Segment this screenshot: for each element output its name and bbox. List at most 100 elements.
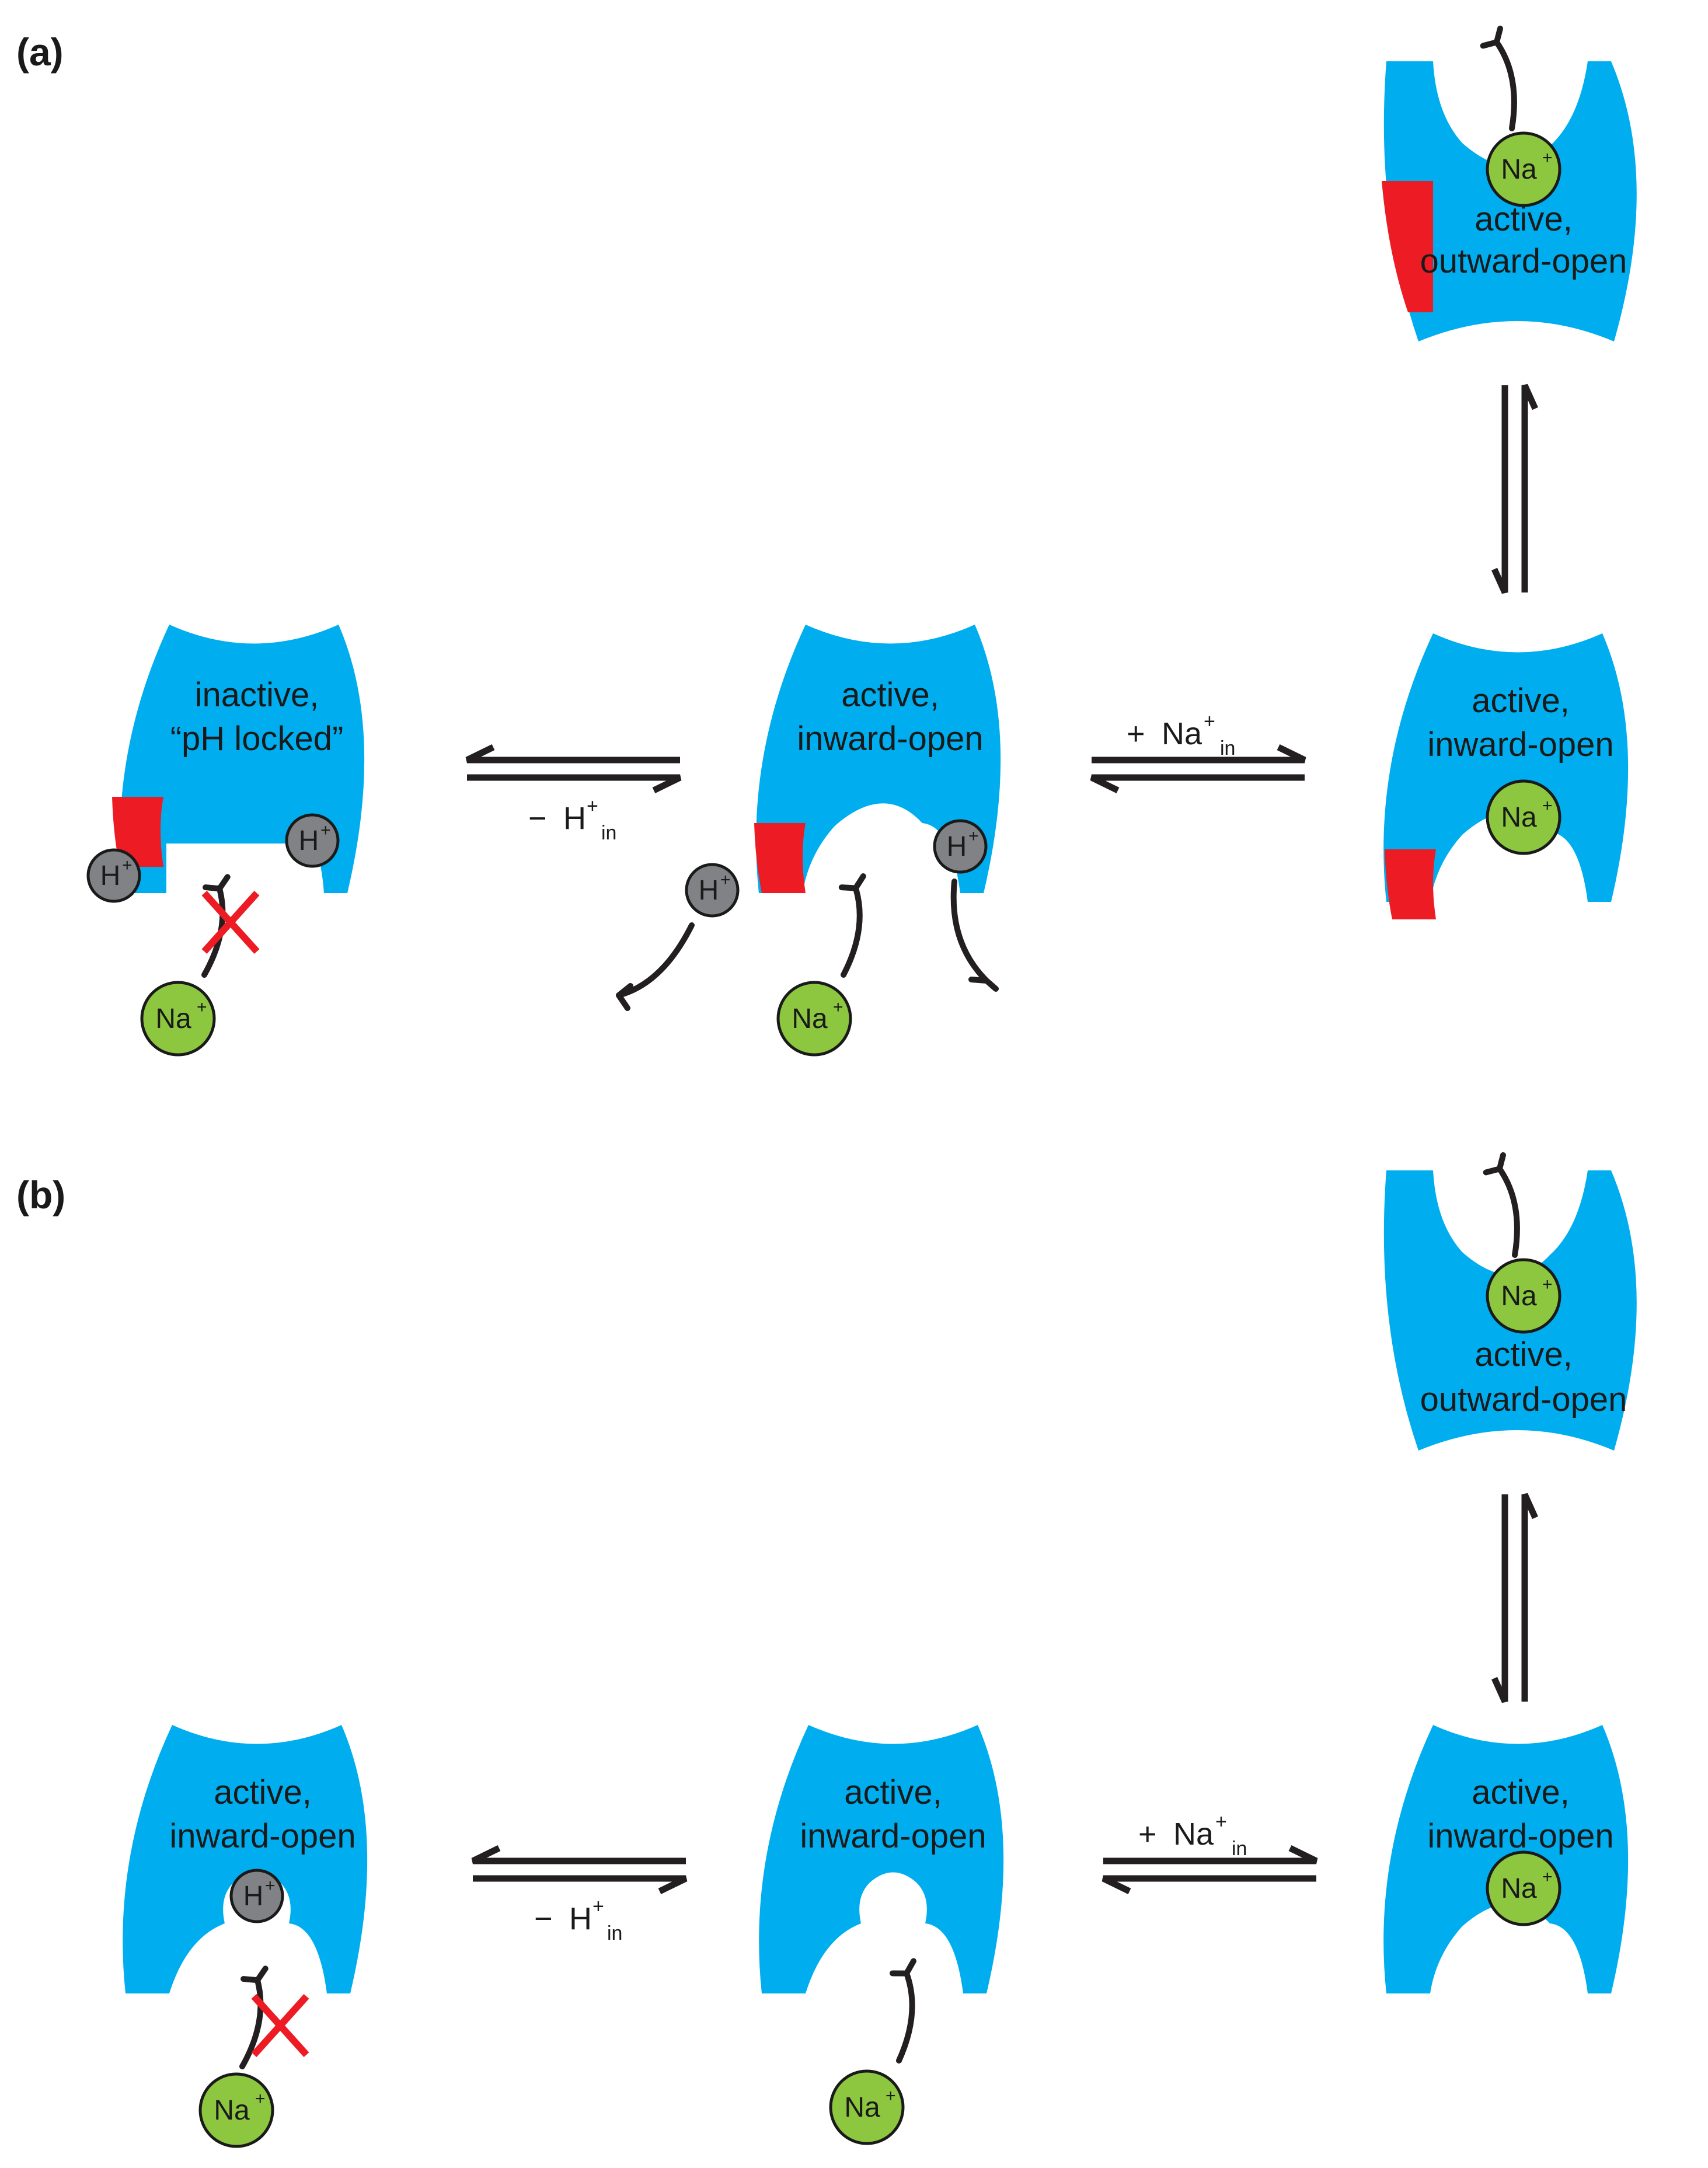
state-label-line1: active, xyxy=(214,1773,312,1811)
svg-text:+: + xyxy=(1542,1867,1553,1887)
svg-text:in: in xyxy=(1220,737,1235,759)
svg-text:H: H xyxy=(569,1901,592,1936)
sodium-entry-arrow xyxy=(228,1965,268,2068)
svg-text:in: in xyxy=(607,1922,622,1944)
svg-text:+: + xyxy=(1138,1817,1157,1852)
svg-text:+: + xyxy=(265,1876,276,1895)
proton-release-arrow xyxy=(616,922,695,1011)
sodium-ion: Na + xyxy=(1486,1258,1561,1334)
state-label-line2: inward-open xyxy=(1427,726,1613,764)
sodium-ion: Na + xyxy=(829,2069,905,2145)
state-label-line1: active, xyxy=(1475,200,1573,238)
svg-text:Na: Na xyxy=(1501,154,1537,185)
svg-text:Na: Na xyxy=(214,2095,250,2126)
svg-text:+: + xyxy=(720,870,731,890)
svg-text:+: + xyxy=(1542,1275,1553,1294)
svg-text:+: + xyxy=(255,2089,266,2108)
state-label-line1: active, xyxy=(844,1773,942,1811)
svg-text:H: H xyxy=(100,860,121,891)
sodium-ion: Na + xyxy=(140,981,216,1057)
svg-text:−: − xyxy=(534,1901,553,1936)
panel-b-label: (b) xyxy=(16,1173,65,1217)
svg-text:Na: Na xyxy=(792,1003,828,1034)
blocked-mark xyxy=(204,893,257,951)
transporter-body xyxy=(759,1725,1004,1993)
svg-text:+: + xyxy=(592,1895,604,1918)
ph-lock-region xyxy=(1385,849,1436,919)
svg-text:H: H xyxy=(947,831,967,862)
panel-a-sodium-equilibrium-arrow: + Na + in xyxy=(1090,710,1306,793)
proton-release-arrow xyxy=(950,879,999,992)
state-label-line2: inward-open xyxy=(800,1817,986,1855)
proton-ion: H + xyxy=(86,848,141,903)
sodium-entry-arrow xyxy=(885,1960,916,2062)
panel-b-sodium-equilibrium-arrow: + Na + in xyxy=(1102,1811,1318,1894)
svg-text:+: + xyxy=(1542,148,1553,168)
panel-a-label: (a) xyxy=(16,30,64,74)
svg-text:Na: Na xyxy=(1501,802,1537,833)
svg-text:Na: Na xyxy=(1501,1873,1537,1904)
panel-a-inactive-state: inactive, “pH locked” H + H + Na + xyxy=(86,625,365,1057)
sodium-release-arrow xyxy=(1480,28,1520,131)
svg-text:+: + xyxy=(1204,710,1215,733)
svg-text:Na: Na xyxy=(1162,716,1202,751)
panel-a-right-inward-open-state: active, inward-open Na + xyxy=(1383,633,1629,919)
svg-text:Na: Na xyxy=(1173,1817,1214,1852)
svg-text:+: + xyxy=(320,821,331,840)
panel-a-outward-open-state: Na + active, outward-open xyxy=(1382,28,1637,341)
state-label-line1: active, xyxy=(1472,1773,1570,1811)
sodium-entry-arrow xyxy=(829,873,866,976)
panel-b-left-inward-open-state: active, inward-open H + Na + xyxy=(123,1725,368,2148)
svg-text:+: + xyxy=(587,795,598,817)
panel-b-vertical-equilibrium-arrow xyxy=(1491,1493,1539,1703)
svg-text:+: + xyxy=(968,827,979,846)
svg-text:+: + xyxy=(1215,1811,1227,1833)
state-label-line2: outward-open xyxy=(1420,1381,1627,1418)
svg-text:+: + xyxy=(197,998,207,1017)
state-label-line1: inactive, xyxy=(195,676,319,714)
svg-text:+: + xyxy=(833,998,843,1017)
state-label-line2: “pH locked” xyxy=(170,720,344,758)
svg-text:H: H xyxy=(299,825,319,856)
svg-text:H: H xyxy=(243,1881,264,1912)
proton-ion: H + xyxy=(229,1869,284,1923)
state-label-line2: outward-open xyxy=(1420,242,1627,280)
proton-ion: H + xyxy=(285,813,340,868)
panel-b-outward-open-state: Na + active, outward-open xyxy=(1383,1155,1637,1451)
svg-text:+: + xyxy=(1542,796,1553,815)
panel-a-middle-inward-open-state: active, inward-open H + H + Na + xyxy=(616,625,1001,1057)
svg-text:H: H xyxy=(563,801,586,836)
state-label-line2: inward-open xyxy=(797,720,983,758)
panel-a-vertical-equilibrium-arrow xyxy=(1491,384,1539,594)
sodium-ion: Na + xyxy=(198,2072,274,2148)
svg-text:+: + xyxy=(1127,716,1145,751)
sodium-ion: Na + xyxy=(1486,779,1561,855)
state-label-line1: active, xyxy=(1475,1336,1573,1374)
sodium-ion: Na + xyxy=(776,981,852,1057)
state-label-line1: active, xyxy=(1472,682,1570,720)
blocked-mark xyxy=(254,1996,306,2055)
panel-b-proton-equilibrium-arrow: − H + in xyxy=(471,1845,688,1944)
state-label-line2: inward-open xyxy=(1427,1817,1613,1855)
svg-text:H: H xyxy=(699,875,719,906)
sodium-release-arrow xyxy=(1483,1155,1523,1257)
svg-text:in: in xyxy=(1232,1838,1247,1860)
panel-a-proton-equilibrium-arrow: − H + in xyxy=(465,744,682,844)
svg-text:+: + xyxy=(122,856,133,875)
proton-ion: H + xyxy=(933,819,988,874)
sodium-ion: Na + xyxy=(1486,1850,1561,1926)
svg-text:Na: Na xyxy=(155,1003,191,1034)
state-label-line1: active, xyxy=(841,676,939,714)
transporter-body xyxy=(123,1725,368,1993)
svg-text:in: in xyxy=(601,822,616,844)
svg-text:Na: Na xyxy=(844,2092,880,2123)
proton-ion: H + xyxy=(685,863,740,918)
ph-lock-region xyxy=(754,823,806,893)
svg-text:Na: Na xyxy=(1501,1281,1537,1312)
panel-b-right-inward-open-state: active, inward-open Na + xyxy=(1383,1725,1629,1993)
svg-text:+: + xyxy=(886,2086,896,2106)
panel-b-middle-inward-open-state: active, inward-open Na + xyxy=(759,1725,1004,2145)
svg-text:−: − xyxy=(528,801,547,836)
state-label-line2: inward-open xyxy=(169,1817,355,1855)
